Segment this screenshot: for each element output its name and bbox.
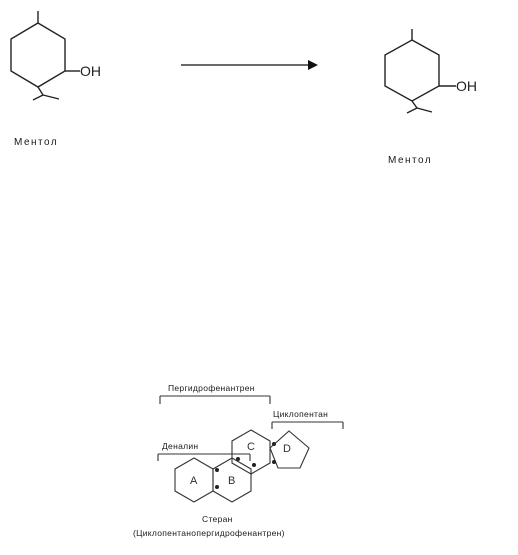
menthol-left-isopropyl-stem <box>37 86 44 96</box>
ring-c-label: C <box>247 441 255 453</box>
menthol-left-oh-label: OH <box>80 63 101 79</box>
menthol-right-structure <box>384 29 456 114</box>
decalin-label: Деналин <box>162 441 199 451</box>
ring-b <box>212 457 252 503</box>
cyclopentane-label: Циклопентан <box>273 409 329 419</box>
menthol-left-ring <box>10 22 66 88</box>
menthol-left-isopropyl-arm2 <box>42 94 60 100</box>
sterane-title: Стеран <box>202 514 233 524</box>
menthol-right-name: Ментол <box>388 155 433 166</box>
stereo-dots <box>215 442 276 489</box>
menthol-left-name: Ментол <box>14 137 59 148</box>
menthol-right-isopropyl-stem <box>411 100 418 109</box>
sterane-subtitle: (Циклопентанопергидрофенантрен) <box>133 528 285 538</box>
ring-c <box>231 429 271 475</box>
menthol-left-isopropyl-arm1 <box>32 94 44 101</box>
menthol-right-oh-label: OH <box>456 78 477 94</box>
reaction-arrow <box>181 60 318 70</box>
ring-b-label: B <box>228 475 235 487</box>
ring-a-label: A <box>190 475 198 487</box>
ring-d-label: D <box>283 443 291 455</box>
sterane-structure <box>157 395 344 503</box>
menthol-right-isopropyl-arm2 <box>416 107 433 113</box>
perhydrophenanthrene-label: Пергидрофенантрен <box>168 383 255 393</box>
menthol-right-isopropyl-arm1 <box>406 107 418 114</box>
menthol-right-ring <box>384 39 440 102</box>
menthol-left-structure <box>10 11 80 101</box>
